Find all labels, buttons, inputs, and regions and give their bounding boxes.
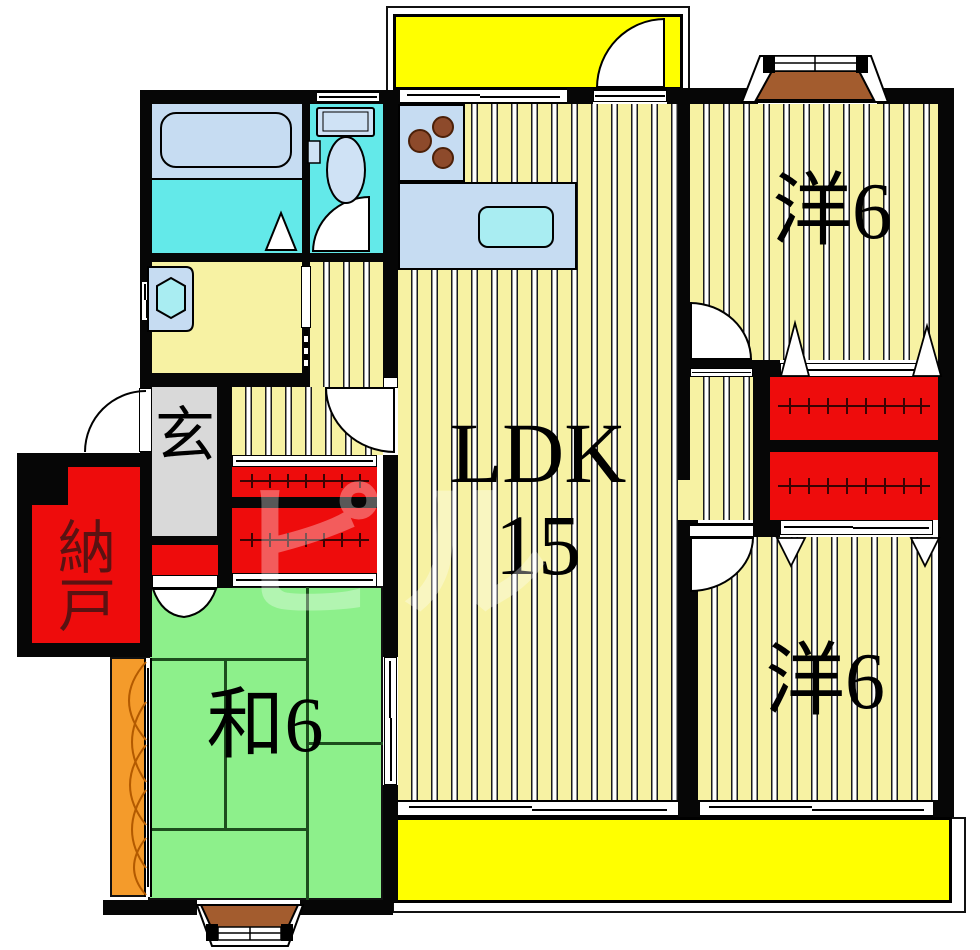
wall: [143, 253, 310, 262]
deck-grain: [128, 661, 147, 896]
wall: [770, 440, 938, 452]
wall: [140, 536, 230, 545]
wall: [302, 92, 310, 262]
closet-door-triangles: [775, 319, 943, 569]
wall: [232, 497, 377, 508]
storage-room-area: [30, 505, 68, 643]
toilet-icon: [307, 107, 375, 204]
bay-window-top: [740, 55, 890, 103]
kitchen-sink: [478, 206, 554, 248]
balcony-door-threshold: [593, 90, 667, 102]
wall: [383, 455, 398, 588]
washbasin-icon: [147, 266, 194, 332]
double-door-arcs: [151, 588, 218, 619]
western-top-door-sill: [690, 368, 753, 377]
wall: [300, 900, 393, 915]
wall: [143, 373, 310, 387]
wall: [667, 88, 690, 104]
ldk-size: 15: [495, 497, 581, 593]
wall: [877, 88, 954, 104]
tatami-line: [224, 658, 227, 831]
balcony-bottom: [392, 817, 952, 903]
bathroom-folding-door: [264, 210, 298, 251]
wall: [678, 520, 698, 817]
room-label-ldk: LDK 15: [408, 410, 668, 588]
western-bottom-south-window: [700, 800, 933, 817]
toilet-window: [317, 91, 379, 103]
wall: [383, 92, 398, 377]
wall: [217, 387, 232, 545]
room-label-western-top: 洋6: [772, 168, 892, 256]
tatami-line: [148, 658, 308, 661]
washroom-sliding-track: [304, 330, 308, 370]
wall: [753, 360, 780, 377]
japanese-room-west-window: [144, 658, 152, 897]
washroom-sliding-door: [301, 266, 311, 328]
wall: [310, 253, 383, 262]
double-door-band: [152, 575, 218, 588]
closet-small: [152, 545, 230, 575]
wall: [103, 900, 197, 915]
room-label-storage: 納戸: [49, 516, 114, 633]
wall: [690, 360, 753, 368]
wall: [678, 800, 700, 817]
wall: [753, 377, 770, 537]
wall: [390, 800, 400, 817]
wall: [17, 453, 32, 657]
wall: [218, 545, 232, 588]
closet-right-lower-doors: [780, 520, 933, 535]
bathtub: [160, 112, 292, 168]
alcove-floor: [690, 377, 753, 520]
tatami-line: [306, 742, 383, 745]
ldk-south-window: [398, 800, 678, 817]
closet-hall-upper-doors: [232, 455, 377, 467]
wall: [17, 643, 148, 657]
storage-room-area: [68, 467, 140, 643]
fusuma-ldk-japanese: [384, 657, 397, 785]
closet-hall-lower-doors: [232, 573, 377, 587]
ldk-text: LDK: [449, 405, 627, 501]
room-label-entrance: 玄: [155, 403, 215, 469]
entrance-floor: [152, 387, 217, 536]
hanger-pole-icon: [240, 398, 930, 547]
watermark: ピル: [235, 469, 564, 637]
wall: [140, 453, 152, 657]
bay-window-bottom: [195, 904, 305, 947]
ldk-alcove-opening: [678, 480, 690, 520]
wall: [690, 88, 758, 104]
western-room-bottom-floor: [698, 537, 933, 800]
wall: [933, 800, 954, 817]
wall: [383, 588, 398, 657]
wall: [938, 88, 954, 817]
room-label-japanese: 和6: [206, 681, 324, 768]
room-label-western-bottom: 洋6: [765, 638, 885, 726]
kitchen-window: [400, 88, 567, 104]
wall: [753, 520, 780, 537]
closet-right-upper-doors: [780, 363, 938, 377]
wall: [678, 104, 690, 480]
wall: [567, 88, 593, 104]
stove-burners-icon: [408, 116, 454, 169]
tatami-line: [148, 828, 308, 831]
